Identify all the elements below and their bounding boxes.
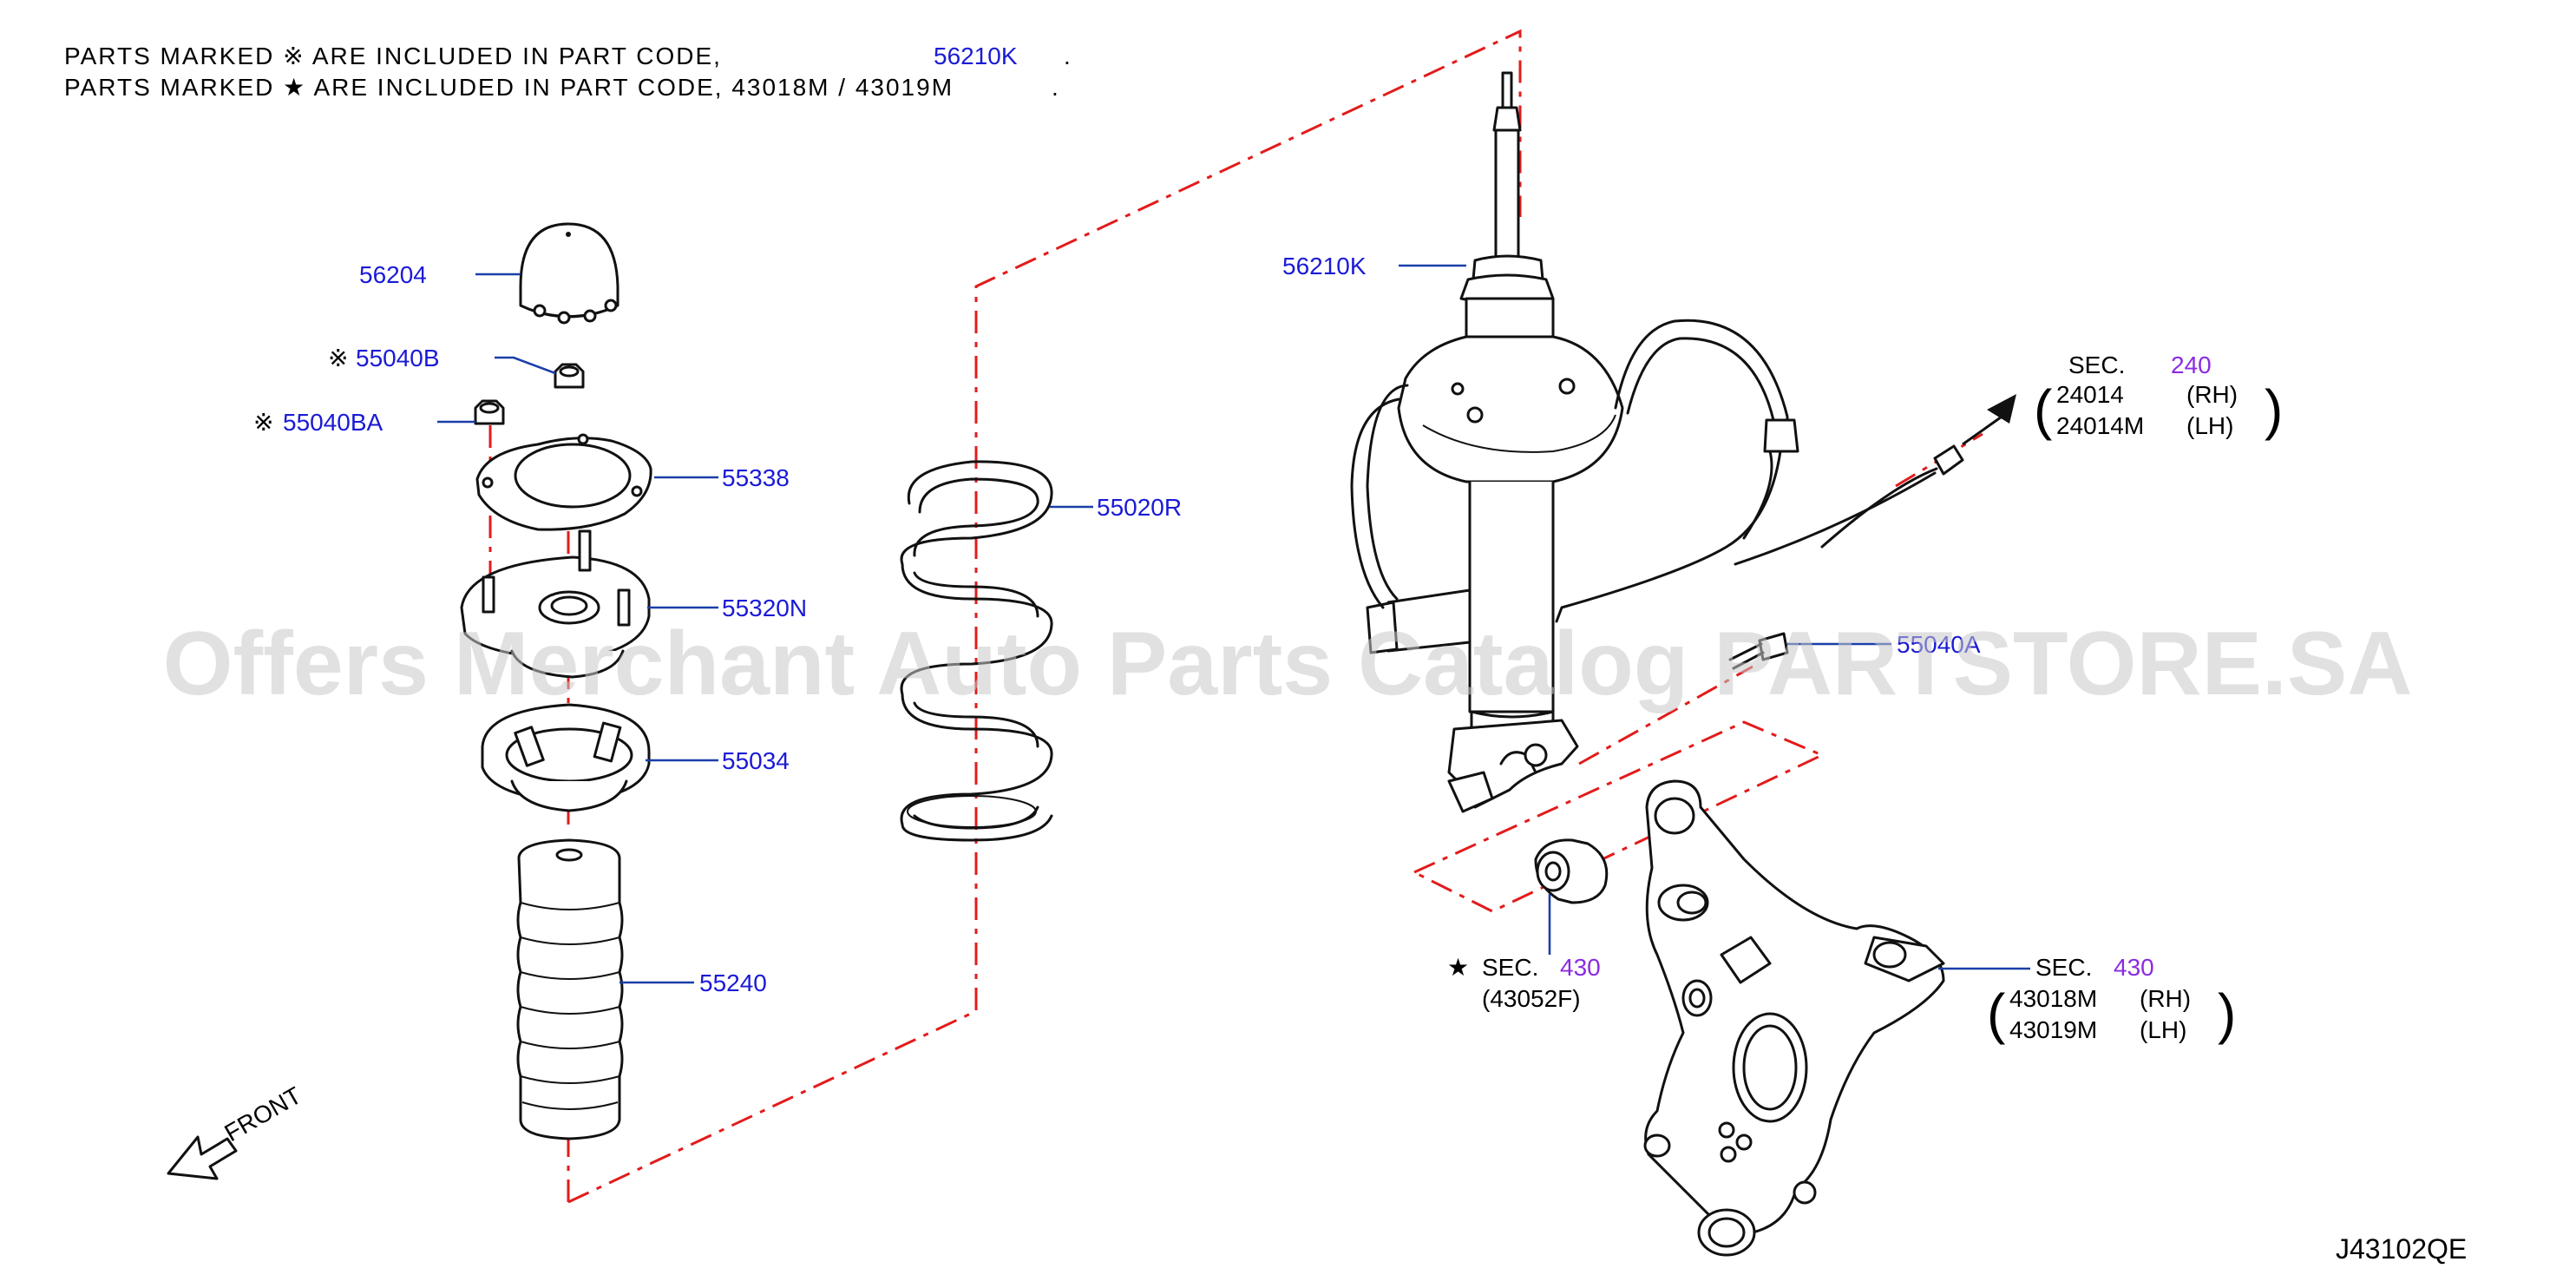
part-55040A-bolt[interactable] [1728, 632, 1789, 670]
part-56210K-strut[interactable] [1350, 71, 1964, 813]
assembly-box-bushing [1411, 720, 1825, 913]
part-label-56210K[interactable]: 56210K [1282, 253, 1367, 279]
part-55320N-mount[interactable] [460, 529, 651, 679]
part-knuckle[interactable] [1643, 779, 1945, 1257]
note-line-1-code[interactable]: 56210K [934, 43, 1018, 69]
part-label-55320N[interactable]: 55320N [722, 595, 807, 621]
part-55040B-nut[interactable] [554, 363, 585, 389]
sec240-label: SEC. [2068, 352, 2125, 378]
part-label-55040A[interactable]: 55040A [1897, 631, 1981, 658]
sec240-number[interactable]: 240 [2171, 352, 2212, 378]
assembly-line-spring [567, 29, 1522, 1204]
sec240-paren-left: ( [2034, 378, 2052, 441]
note-line-2-end: . [1052, 74, 1060, 101]
sec430b-row-1-side: (RH) [2140, 985, 2191, 1012]
sec240-row-2-code: 24014M [2056, 412, 2144, 439]
sec430b-label: SEC. [2035, 954, 2092, 981]
sec430b-row-2-side: (LH) [2140, 1016, 2186, 1043]
sec430b-paren-right: ) [2218, 982, 2236, 1045]
sec240-row-2-side: (LH) [2186, 412, 2233, 439]
assembly-line-bolt [1578, 665, 1753, 766]
part-label-55040B[interactable]: 55040B [356, 345, 440, 371]
sec430b-row-1-code: 43018M [2009, 985, 2097, 1012]
part-55040BA-nut[interactable] [474, 399, 505, 425]
part-55020R-spring[interactable] [900, 460, 1053, 842]
part-label-55040BA[interactable]: 55040BA [283, 409, 383, 436]
part-56204-cap[interactable] [519, 222, 619, 325]
header-notes: PARTS MARKED ※ ARE INCLUDED IN PART CODE… [64, 43, 1072, 101]
mark-55040B: ※ [328, 345, 348, 371]
part-55034-bearing[interactable] [481, 703, 651, 812]
part-43052F-bushing[interactable] [1534, 838, 1609, 904]
sec430b-number[interactable]: 430 [2114, 954, 2154, 981]
part-label-56204[interactable]: 56204 [359, 261, 427, 288]
sec430a-sub: (43052F) [1482, 985, 1581, 1012]
sec430b-row-2-code: 43019M [2009, 1016, 2097, 1043]
note-line-2: PARTS MARKED ★ ARE INCLUDED IN PART CODE… [64, 74, 954, 101]
sec240-paren-right: ) [2265, 378, 2283, 441]
sec240-arrow [1962, 394, 2016, 446]
part-55338-plate[interactable] [475, 433, 652, 531]
sec240-row-1-side: (RH) [2186, 381, 2238, 408]
part-label-55020R[interactable]: 55020R [1097, 494, 1182, 521]
front-arrow-icon [167, 1135, 238, 1180]
part-label-55338[interactable]: 55338 [722, 464, 790, 491]
mark-star-43052F: ★ [1447, 954, 1469, 981]
watermark: Offers Merchant Auto Parts Catalog PARTS… [163, 614, 2413, 714]
part-55240-boot[interactable] [516, 838, 624, 1140]
part-label-55240[interactable]: 55240 [699, 969, 767, 996]
sec240-row-1-code: 24014 [2056, 381, 2124, 408]
note-line-1-end: . [1064, 43, 1072, 69]
sec430a-label: SEC. [1482, 954, 1538, 981]
part-label-55034[interactable]: 55034 [722, 747, 790, 774]
diagram-code: J43102QE [2336, 1233, 2467, 1265]
note-line-1: PARTS MARKED ※ ARE INCLUDED IN PART CODE… [64, 43, 722, 69]
front-label: FRONT [220, 1081, 306, 1147]
sec430b-paren-left: ( [1987, 982, 2005, 1045]
mark-55040BA: ※ [253, 409, 273, 436]
sec430a-number[interactable]: 430 [1560, 954, 1601, 981]
